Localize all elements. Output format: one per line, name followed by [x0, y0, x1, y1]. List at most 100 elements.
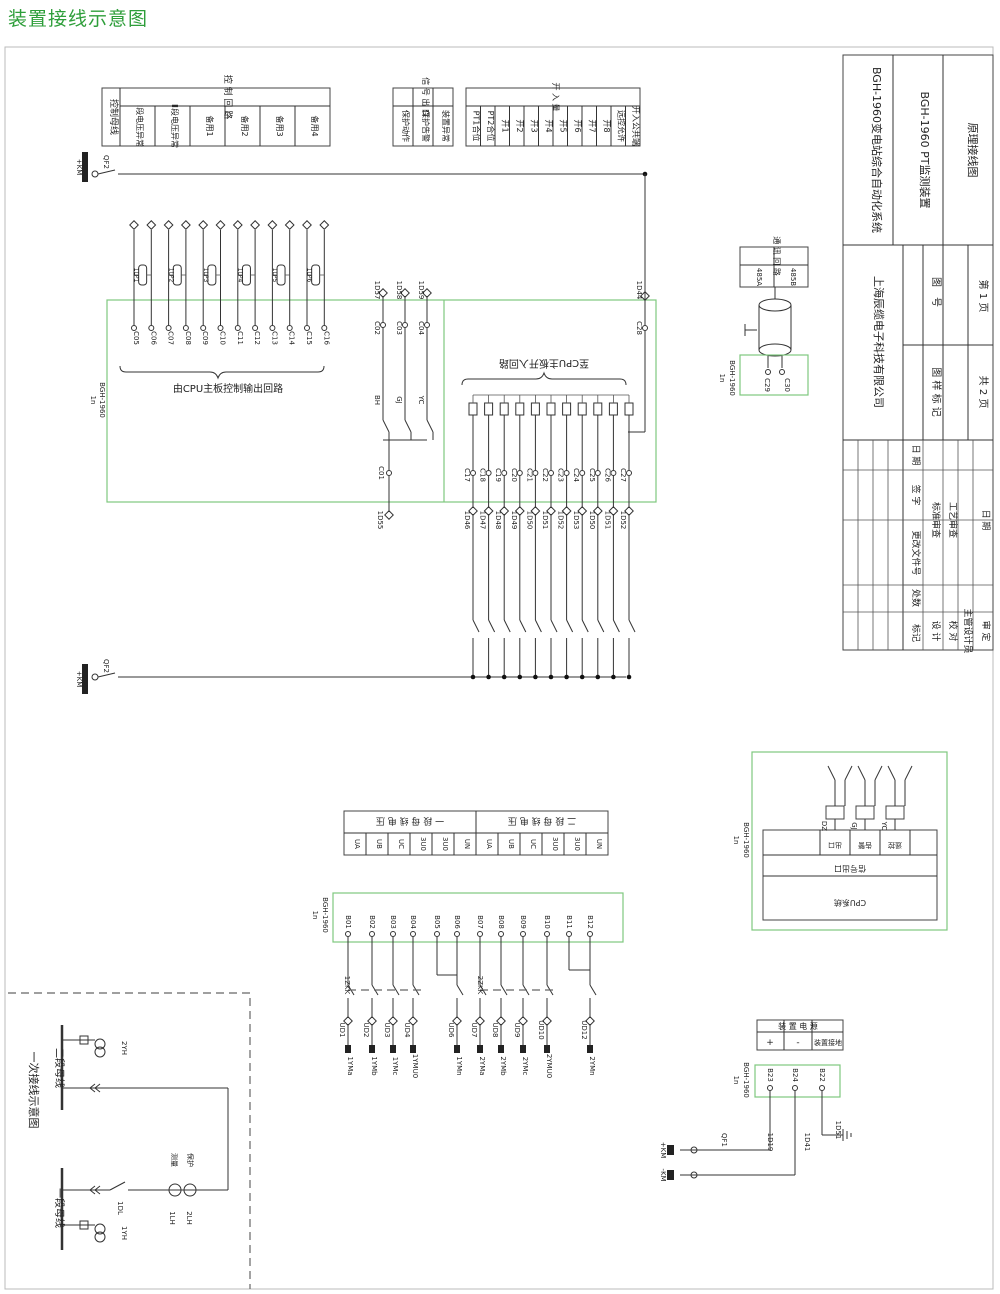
control-lp-1LP2: 1LP2	[167, 268, 174, 283]
voltage-b-B05: B05	[433, 915, 441, 929]
voltage-ud-UD9: UD9	[513, 1023, 521, 1038]
page-title: 装置接线示意图	[8, 8, 149, 30]
voltage-ym-1YMc: 1YMc	[391, 1057, 399, 1076]
cpu-relay-out: 出口	[828, 841, 842, 850]
voltage-b-B07: B07	[476, 915, 484, 929]
control-term-C05: C05	[132, 331, 140, 345]
primary-bus2: 二段母线	[53, 1048, 66, 1088]
primary-2lh: 2LH	[185, 1211, 193, 1225]
control-lp-1LP3: 1LP3	[202, 268, 209, 283]
control-term-C10: C10	[219, 331, 227, 345]
input-d-9: 1D51	[603, 511, 611, 530]
voltage-col-1-3U0-4: 3U0	[441, 837, 449, 851]
voltage-b-B04: B04	[409, 915, 417, 929]
input-c-C22: C22	[541, 468, 549, 482]
power-1d41: 1D41	[803, 1133, 811, 1152]
tb-approval-proc: 工艺审查	[947, 502, 959, 538]
device-ref-5: 1n	[732, 1076, 740, 1085]
km-plus-top: +KM	[75, 159, 83, 176]
device-model-3: BGH-1960	[742, 822, 750, 858]
input-common: C28	[635, 321, 643, 335]
voltage-ud-UD12: UD12	[580, 1020, 588, 1039]
voltage-ud-UD7: UD7	[470, 1023, 478, 1038]
signal-contact-YC: YC	[417, 395, 425, 405]
input-d-3: 1D49	[510, 511, 518, 530]
voltage-ud-UD8: UD8	[491, 1023, 499, 1038]
input-d-2: 1D48	[494, 511, 502, 530]
signal-top-1D58: 1D58	[395, 281, 403, 300]
voltage-ym-2YMn: 2YMn	[588, 1056, 596, 1075]
device-model-1: BGH-1960	[98, 382, 106, 418]
tb-sheet: 第 1 页	[977, 280, 990, 313]
voltage-col-1-UC-2: UC	[397, 839, 405, 849]
device-ref-3: 1n	[732, 836, 740, 845]
control-term-C07: C07	[167, 331, 175, 345]
cpu-yc: YC	[880, 821, 888, 831]
signal-common-C01: C01	[377, 466, 385, 480]
km-plus-bottom: +KM	[75, 671, 83, 688]
tb-role-approve: 审 定	[980, 621, 992, 642]
device-ref-4: 1n	[311, 911, 319, 920]
signal-c-C03: C03	[395, 321, 403, 335]
voltage-terminal-6	[498, 1045, 504, 1053]
input-c-C17: C17	[463, 468, 471, 482]
voltage-ud-UD2: UD2	[362, 1023, 370, 1038]
primary-diagram: 一次接线示意图 二段母线 一段母线 1LH 2LH 测量 保护 1DL 2YH …	[8, 992, 251, 1289]
input-col-7: 开5	[558, 119, 567, 132]
input-col-1: PT1合位	[471, 111, 481, 142]
tb-role-check: 校 对	[947, 621, 959, 642]
input-c-C18: C18	[479, 468, 487, 482]
cpu-relay-alarm: 告警	[858, 841, 872, 850]
control-lp-1LP1: 1LP1	[133, 268, 140, 283]
voltage-b-B01: B01	[344, 915, 352, 929]
voltage-ud-UD6: UD6	[447, 1023, 455, 1039]
signal-row-3: 装置异常	[441, 110, 451, 142]
signal-contact-GJ: GJ	[395, 396, 403, 404]
voltage-b-B06: B06	[453, 915, 461, 929]
voltage-col-2-UB-1: UB	[507, 839, 515, 849]
input-caption: 至CPU主板开入回路	[499, 357, 589, 370]
switch-1zkk: 1ZKK	[343, 976, 351, 995]
control-term-C08: C08	[184, 331, 192, 345]
voltage-ym-2YMc: 2YMc	[521, 1057, 529, 1076]
voltage-col-2-3U0-3: 3U0	[551, 837, 559, 851]
control-term-C06: C06	[149, 331, 157, 345]
tb-date: 日 期	[980, 510, 991, 531]
voltage-terminal-1	[369, 1045, 375, 1053]
input-circuits: C171D46C181D47C191D48C201D49C211D50C221D…	[463, 174, 650, 680]
input-top-term: 1D44	[635, 281, 643, 300]
primary-bus1: 一段母线	[53, 1188, 66, 1228]
control-caption: 由CPU主板控制输出回路	[173, 382, 283, 395]
control-group: 控 制 回 路	[222, 75, 234, 120]
voltage-b-B09: B09	[519, 915, 527, 929]
power-b23: B23	[766, 1068, 774, 1082]
signal-top-1D57: 1D57	[373, 281, 381, 300]
input-c-C20: C20	[510, 468, 518, 482]
tb-total: 共 2 页	[977, 376, 989, 409]
power-qf1: QF1	[720, 1133, 728, 1147]
input-d-10: 1D52	[619, 511, 627, 530]
voltage-ym-1YMa: 1YMa	[346, 1056, 354, 1075]
input-col-11: 远控允许	[616, 110, 626, 142]
tb-h-sign: 签 字	[910, 485, 922, 506]
control-term-C16: C16	[322, 331, 330, 345]
voltage-col-2-3U0-4: 3U0	[573, 837, 581, 851]
input-d-4: 1D50	[525, 511, 533, 530]
control-table: 控制母线 控 制 回 路 Ⅰ段电压异常 Ⅱ段电压异常 备用1 备用2 备用3 备…	[101, 75, 331, 148]
primary-1lh: 1LH	[168, 1211, 176, 1225]
voltage-col-1-UB-1: UB	[375, 839, 383, 849]
tb-h-count: 处数	[910, 589, 922, 607]
input-d-6: 1D52	[557, 511, 565, 530]
switch-2zkk: 2ZKK	[476, 976, 484, 995]
device-model-4: BGH-1960	[321, 897, 329, 933]
input-col-2: PT2合位	[486, 111, 496, 142]
input-c-C19: C19	[494, 468, 502, 482]
voltage-ym-1YMb: 1YMb	[370, 1056, 378, 1076]
tb-role-design: 设 计	[930, 621, 942, 642]
title-block: BGH-1960变电站综合自动化系统 BGH-1960 PT监测装置 原理接线图…	[842, 54, 994, 654]
voltage-col-1-UA-0: UA	[353, 839, 361, 849]
